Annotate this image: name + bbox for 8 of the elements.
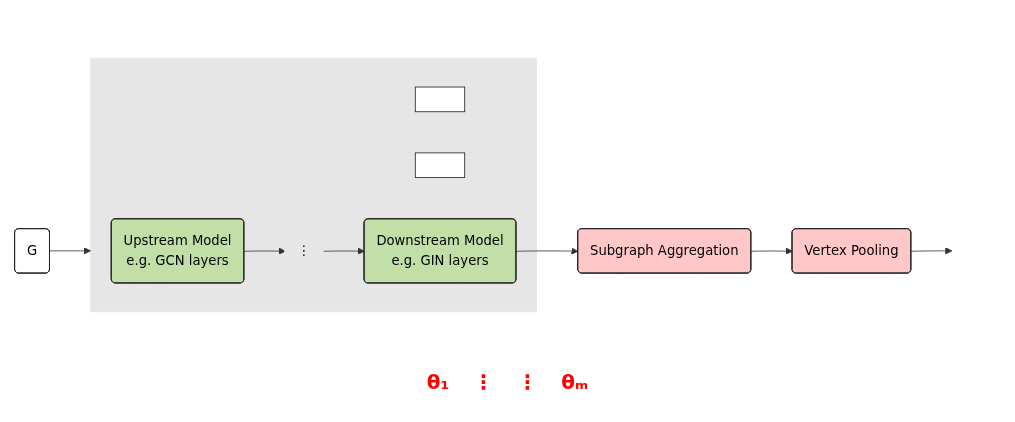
parameter-label: ⋮ <box>517 370 538 394</box>
parameter-label: ⋮ <box>473 370 494 394</box>
parameter-label: θ₁ <box>426 370 450 394</box>
cluster <box>89 57 537 313</box>
node-box <box>414 152 465 178</box>
node-text: ⋮ <box>296 242 311 259</box>
parameter-label: θₘ <box>561 370 589 394</box>
node-box <box>414 86 465 113</box>
